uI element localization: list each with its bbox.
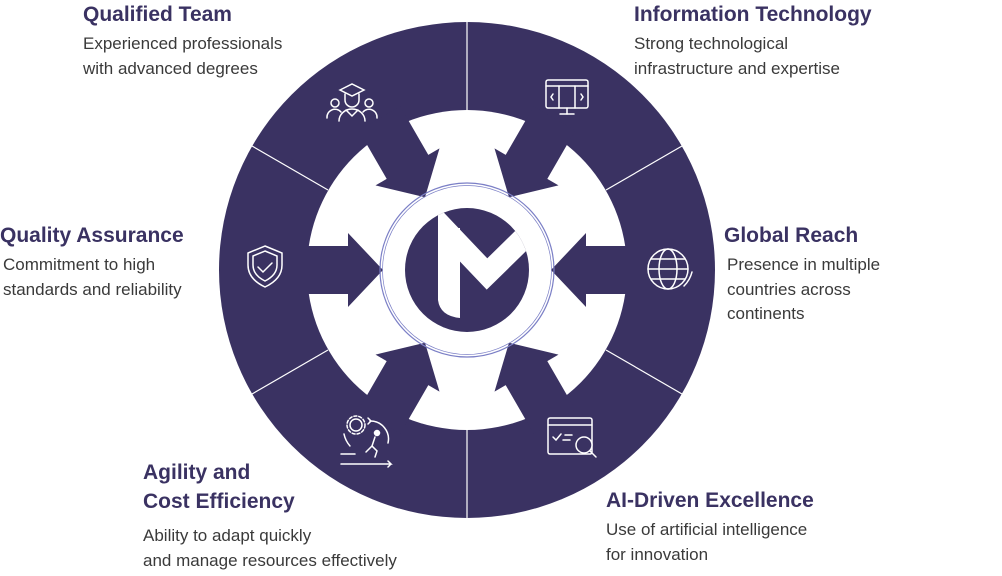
feature-desc-line: countries across (727, 279, 851, 299)
feature-desc-line: with advanced degrees (83, 58, 258, 78)
feature-title: AI-Driven Excellence (606, 489, 814, 512)
feature-desc-line: and manage resources effectively (143, 550, 397, 570)
arrow-shape (292, 233, 383, 307)
feature-title-line: Agility and (143, 461, 251, 484)
center-ring (379, 182, 555, 358)
arrow-shape (494, 342, 576, 434)
gear-runner-icon (340, 415, 393, 468)
feature-desc-line: continents (727, 304, 805, 323)
feature-title-line: Cost Efficiency (143, 490, 295, 513)
arrow-shape (494, 106, 576, 198)
shield-check-icon (247, 245, 283, 288)
search-window-icon (547, 417, 597, 458)
feature-information-technology: Information Technology Strong technologi… (634, 0, 872, 81)
monitor-code-icon (545, 79, 589, 115)
feature-title: Global Reach (724, 224, 859, 247)
feature-ai-driven: AI-Driven Excellence Use of artificial i… (606, 486, 814, 567)
feature-desc-line: infrastructure and expertise (634, 58, 840, 78)
feature-desc-line: for innovation (606, 544, 709, 564)
feature-desc-line: Commitment to high (3, 255, 156, 274)
segment-dividers (251, 22, 683, 518)
feature-desc-line: Ability to adapt quickly (143, 526, 312, 545)
feature-quality-assurance: Quality Assurance Commitment to high stan… (0, 221, 184, 302)
m-logo (405, 208, 529, 332)
arrow-shape (358, 106, 440, 198)
feature-global-reach: Global Reach Presence in multiple countri… (724, 221, 880, 327)
arrows (292, 106, 642, 434)
feature-qualified-team: Qualified Team Experienced professionals… (83, 0, 282, 81)
arrow-shape (358, 342, 440, 434)
arrow-shape (551, 233, 642, 307)
feature-desc-line: Use of artificial intelligence (606, 520, 808, 539)
feature-desc-line: Experienced professionals (83, 34, 283, 53)
feature-agility: Agility and Cost Efficiency Ability to a… (143, 458, 397, 573)
feature-desc-line: Strong technological (634, 34, 789, 53)
globe-icon (647, 248, 693, 290)
feature-title: Quality Assurance (0, 224, 184, 247)
feature-desc-line: standards and reliability (3, 279, 182, 299)
team-graduate-icon (326, 83, 378, 122)
feature-desc-line: Presence in multiple (727, 255, 881, 274)
feature-title: Qualified Team (83, 3, 232, 26)
feature-title: Information Technology (634, 3, 872, 26)
